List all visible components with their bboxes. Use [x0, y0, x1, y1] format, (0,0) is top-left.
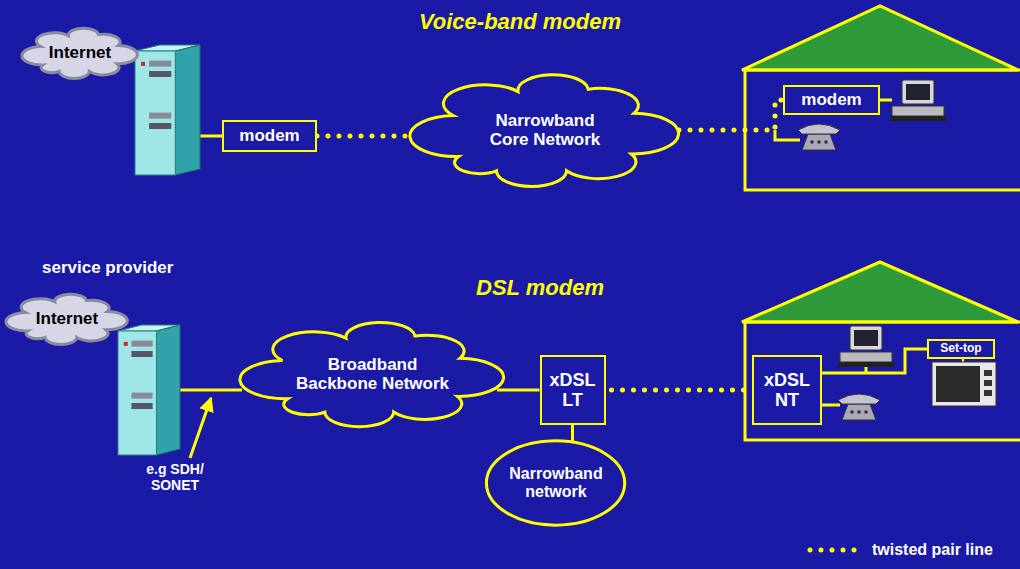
line-termination-box: xDSL LT: [540, 355, 606, 425]
phone-wire: [775, 130, 800, 140]
monitor: [850, 326, 882, 350]
section-heading: Voice-band modem: [419, 10, 621, 35]
telephone-icon: [838, 394, 880, 420]
legend-row: twisted pair line: [806, 541, 993, 559]
computer-icon: [890, 80, 946, 121]
server-front: [118, 331, 156, 455]
outline: [240, 322, 504, 426]
network-link: [822, 349, 927, 373]
keypad-dot: [810, 140, 814, 144]
node-label: Narrowband network: [506, 465, 606, 501]
internet-cloud: Internet: [6, 292, 128, 346]
tv-knob: [984, 390, 992, 396]
drive-slot: [131, 341, 152, 347]
pc-base: [892, 106, 944, 116]
drive-slot: [149, 123, 171, 129]
house-wall: [745, 70, 1020, 190]
node-label: Broadband Backbone Network: [290, 355, 455, 393]
dotted-line-sample: [810, 547, 860, 552]
icons: [118, 45, 996, 455]
keypad-dot: [817, 140, 821, 144]
network-cloud: Broadband Backbone Network: [240, 318, 505, 430]
telephone-icon: [798, 124, 840, 150]
monitor: [902, 80, 934, 104]
drive-slot: [149, 61, 171, 67]
network-link: [497, 389, 539, 392]
keypad-dot: [850, 410, 854, 414]
legend-sample: [806, 545, 864, 555]
keypad-dot: [857, 410, 861, 414]
phone-wire: [822, 404, 840, 407]
server-front: [135, 51, 175, 175]
server-link: [200, 135, 222, 138]
pointer-arrow: [190, 398, 211, 458]
keypad-dot: [864, 410, 868, 414]
modem-box: modem: [222, 120, 317, 152]
keypad-dot: [824, 140, 828, 144]
node-label: Internet: [49, 43, 111, 62]
network-link: [571, 425, 574, 441]
annotation-label: e.g SDH/ SONET: [129, 462, 221, 493]
network-cloud: Narrowband Core Network: [410, 70, 680, 190]
handset: [838, 394, 880, 404]
node-label: modem: [801, 90, 861, 109]
drive-slot: [131, 351, 152, 357]
legend-label: twisted pair line: [872, 541, 993, 559]
outline: [487, 441, 625, 525]
node-label: Internet: [36, 309, 98, 328]
settop-box: Set-top: [927, 339, 995, 359]
outline: [22, 28, 137, 78]
server-tower: [135, 45, 200, 175]
drive-slot: [131, 403, 152, 409]
outline: [6, 294, 127, 344]
twisted-pair-line: [612, 388, 750, 393]
phone-body: [842, 404, 876, 420]
server-side: [156, 325, 180, 455]
internet-cloud: Internet: [22, 26, 138, 80]
screen: [854, 330, 878, 346]
house-wall: [745, 322, 1020, 440]
drive-slot: [131, 393, 152, 399]
keyboard: [838, 362, 894, 367]
server-tower: [118, 325, 180, 455]
tv-case: [932, 362, 996, 406]
handset: [798, 124, 840, 134]
computer-icon: [838, 326, 894, 367]
server-link: [180, 389, 242, 392]
node-label: modem: [239, 126, 299, 145]
server-side: [175, 45, 200, 175]
pc-wire: [880, 99, 892, 102]
node-label: Narrowband Core Network: [478, 111, 613, 149]
network-termination-box: xDSL NT: [752, 355, 822, 425]
twisted-pair-line: [679, 100, 783, 130]
tv-screen: [936, 366, 980, 402]
modem-box: modem: [783, 85, 880, 115]
power-led: [124, 342, 128, 346]
caption-label: service provider: [42, 258, 173, 277]
tv-knob: [984, 380, 992, 386]
network-ellipse: Narrowband network: [485, 440, 626, 526]
drive-slot: [149, 113, 171, 119]
house-roof: [742, 6, 1018, 70]
outline: [410, 75, 679, 187]
node-label: xDSL LT: [547, 370, 599, 410]
power-led: [141, 62, 145, 66]
phone-body: [802, 134, 836, 150]
node-label: Set-top: [940, 342, 981, 355]
twisted-pair-line: [317, 134, 411, 139]
node-label: xDSL NT: [761, 370, 813, 410]
pc-base: [840, 352, 892, 362]
keyboard: [890, 116, 946, 121]
tv-icon: [932, 362, 996, 406]
screen: [906, 84, 930, 100]
drive-slot: [149, 71, 171, 77]
tv-knob: [984, 370, 992, 376]
section-heading: DSL modem: [476, 276, 604, 301]
house-roof: [742, 262, 1018, 322]
